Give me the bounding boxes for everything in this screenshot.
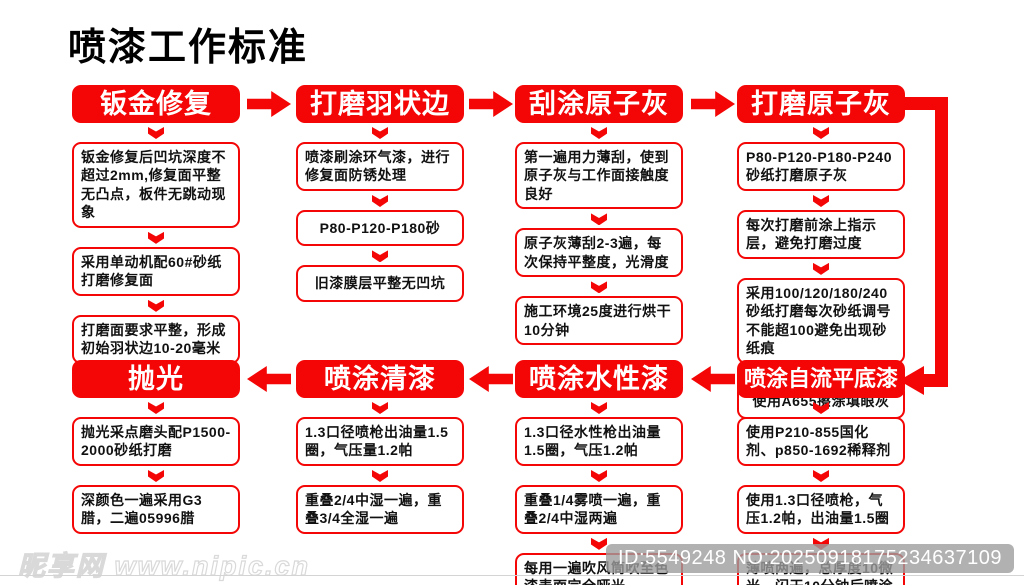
column-spray-clearcoat: 喷涂清漆 1.3口径喷枪出油量1.5圈，气压量1.2帕 重叠2/4中湿一遍，重叠…: [296, 360, 464, 534]
stage-header: 刮涂原子灰: [515, 85, 683, 123]
arrow-down-icon: [591, 213, 607, 226]
column-sand-feather-edge: 打磨羽状边 喷漆刷涂环气漆，进行修复面防锈处理 P80-P120-P180砂 旧…: [296, 85, 464, 302]
step-box: 采用100/120/180/240砂纸打磨每次砂纸调号不能超100避免出现砂纸痕: [737, 277, 905, 364]
step-box: 使用1.3口径喷枪，气压1.2帕，出油量1.5圈: [737, 484, 905, 534]
step-box: 1.3口径水性枪出油量1.5圈，气压1.2帕: [515, 417, 683, 466]
column-sheet-metal-repair: 钣金修复 钣金修复后凹坑深度不超过2mm,修复面平整无凸点，板件无跳动现象 采用…: [72, 85, 240, 364]
arrow-left-icon: [691, 366, 735, 392]
arrow-right-icon: [469, 91, 513, 117]
step-box: 第一遍用力薄刮，使到原子灰与工作面接触度良好: [515, 142, 683, 210]
column-polishing: 抛光 抛光采点磨头配P1500-2000砂纸打磨 深颜色一遍采用G3腊，二遍05…: [72, 360, 240, 534]
stage-header: 抛光: [72, 360, 240, 398]
step-box: 重叠1/4雾喷一遍，重叠2/4中湿两遍: [515, 484, 683, 534]
arrow-down-icon: [591, 281, 607, 294]
arrow-right-icon: [247, 91, 291, 117]
arrow-right-icon: [691, 91, 735, 117]
stage-header: 打磨原子灰: [737, 85, 905, 123]
step-box: 打磨面要求平整，形成初始羽状边10-20毫米: [72, 314, 240, 364]
arrow-down-icon: [372, 194, 388, 207]
stage-header: 喷涂水性漆: [515, 360, 683, 398]
column-apply-putty: 刮涂原子灰 第一遍用力薄刮，使到原子灰与工作面接触度良好 原子灰薄刮2-3遍，每…: [515, 85, 683, 346]
step-box: P80-P120-P180砂: [296, 209, 464, 247]
arrow-down-icon: [372, 402, 388, 414]
arrow-down-icon: [813, 402, 829, 414]
step-box: 原子灰薄刮2-3遍，每次保持平整度，光滑度: [515, 228, 683, 278]
arrow-down-icon: [148, 127, 164, 139]
arrow-down-icon: [148, 469, 164, 482]
arrow-down-icon: [148, 231, 164, 244]
arrow-down-icon: [591, 537, 607, 550]
step-box: 钣金修复后凹坑深度不超过2mm,修复面平整无凸点，板件无跳动现象: [72, 142, 240, 228]
arrow-down-icon: [591, 469, 607, 482]
arrow-left-icon: [247, 366, 291, 392]
watermark-site: 昵享网 www.nipic.cn: [17, 550, 311, 581]
arrow-left-icon: [469, 366, 513, 392]
step-box: 每次打磨前涂上指示层，避免打磨过度: [737, 209, 905, 259]
arrow-down-icon: [372, 469, 388, 482]
page-title: 喷漆工作标准: [68, 27, 309, 69]
stage-header: 打磨羽状边: [296, 85, 464, 123]
stage-header: 喷涂自流平底漆: [737, 360, 905, 398]
arrow-down-icon: [148, 299, 164, 312]
arrow-down-icon: [813, 127, 829, 139]
column-spray-selfleveling-primer: 喷涂自流平底漆 使用P210-855国化剂、p850-1692稀释剂 使用1.3…: [737, 360, 905, 585]
arrow-down-icon: [372, 250, 388, 263]
step-box: 1.3口径喷枪出油量1.5圈，气压量1.2帕: [296, 417, 464, 466]
step-box: 抛光采点磨头配P1500-2000砂纸打磨: [72, 417, 240, 466]
step-box: 使用P210-855国化剂、p850-1692稀释剂: [737, 417, 905, 466]
column-spray-waterborne-paint: 喷涂水性漆 1.3口径水性枪出油量1.5圈，气压1.2帕 重叠1/4雾喷一遍，重…: [515, 360, 683, 585]
step-box: 重叠2/4中湿一遍，重叠3/4全湿一遍: [296, 484, 464, 534]
watermark-id-badge: ID:5549248 NO:20250918175234637109: [606, 544, 1014, 573]
footer-divider: [0, 575, 1024, 576]
arrow-down-icon: [591, 127, 607, 139]
step-box: 施工环境25度进行烘干10分钟: [515, 296, 683, 346]
arrow-down-icon: [591, 402, 607, 414]
arrow-down-icon: [813, 262, 829, 275]
arrow-down-icon: [148, 402, 164, 414]
stage-header: 喷涂清漆: [296, 360, 464, 398]
step-box: P80-P120-P180-P240砂纸打磨原子灰: [737, 142, 905, 191]
stage-header: 钣金修复: [72, 85, 240, 123]
connector-segment-horizontal: [922, 374, 948, 387]
step-box: 采用单动机配60#砂纸打磨修复面: [72, 246, 240, 296]
arrow-down-icon: [813, 194, 829, 207]
step-box: 喷漆刷涂环气漆，进行修复面防锈处理: [296, 142, 464, 191]
connector-segment-vertical: [935, 97, 948, 387]
step-box: 深颜色一遍采用G3腊，二遍05996腊: [72, 484, 240, 534]
arrow-down-icon: [813, 469, 829, 482]
step-box: 旧漆膜层平整无凹坑: [296, 265, 464, 302]
arrow-down-icon: [372, 127, 388, 139]
